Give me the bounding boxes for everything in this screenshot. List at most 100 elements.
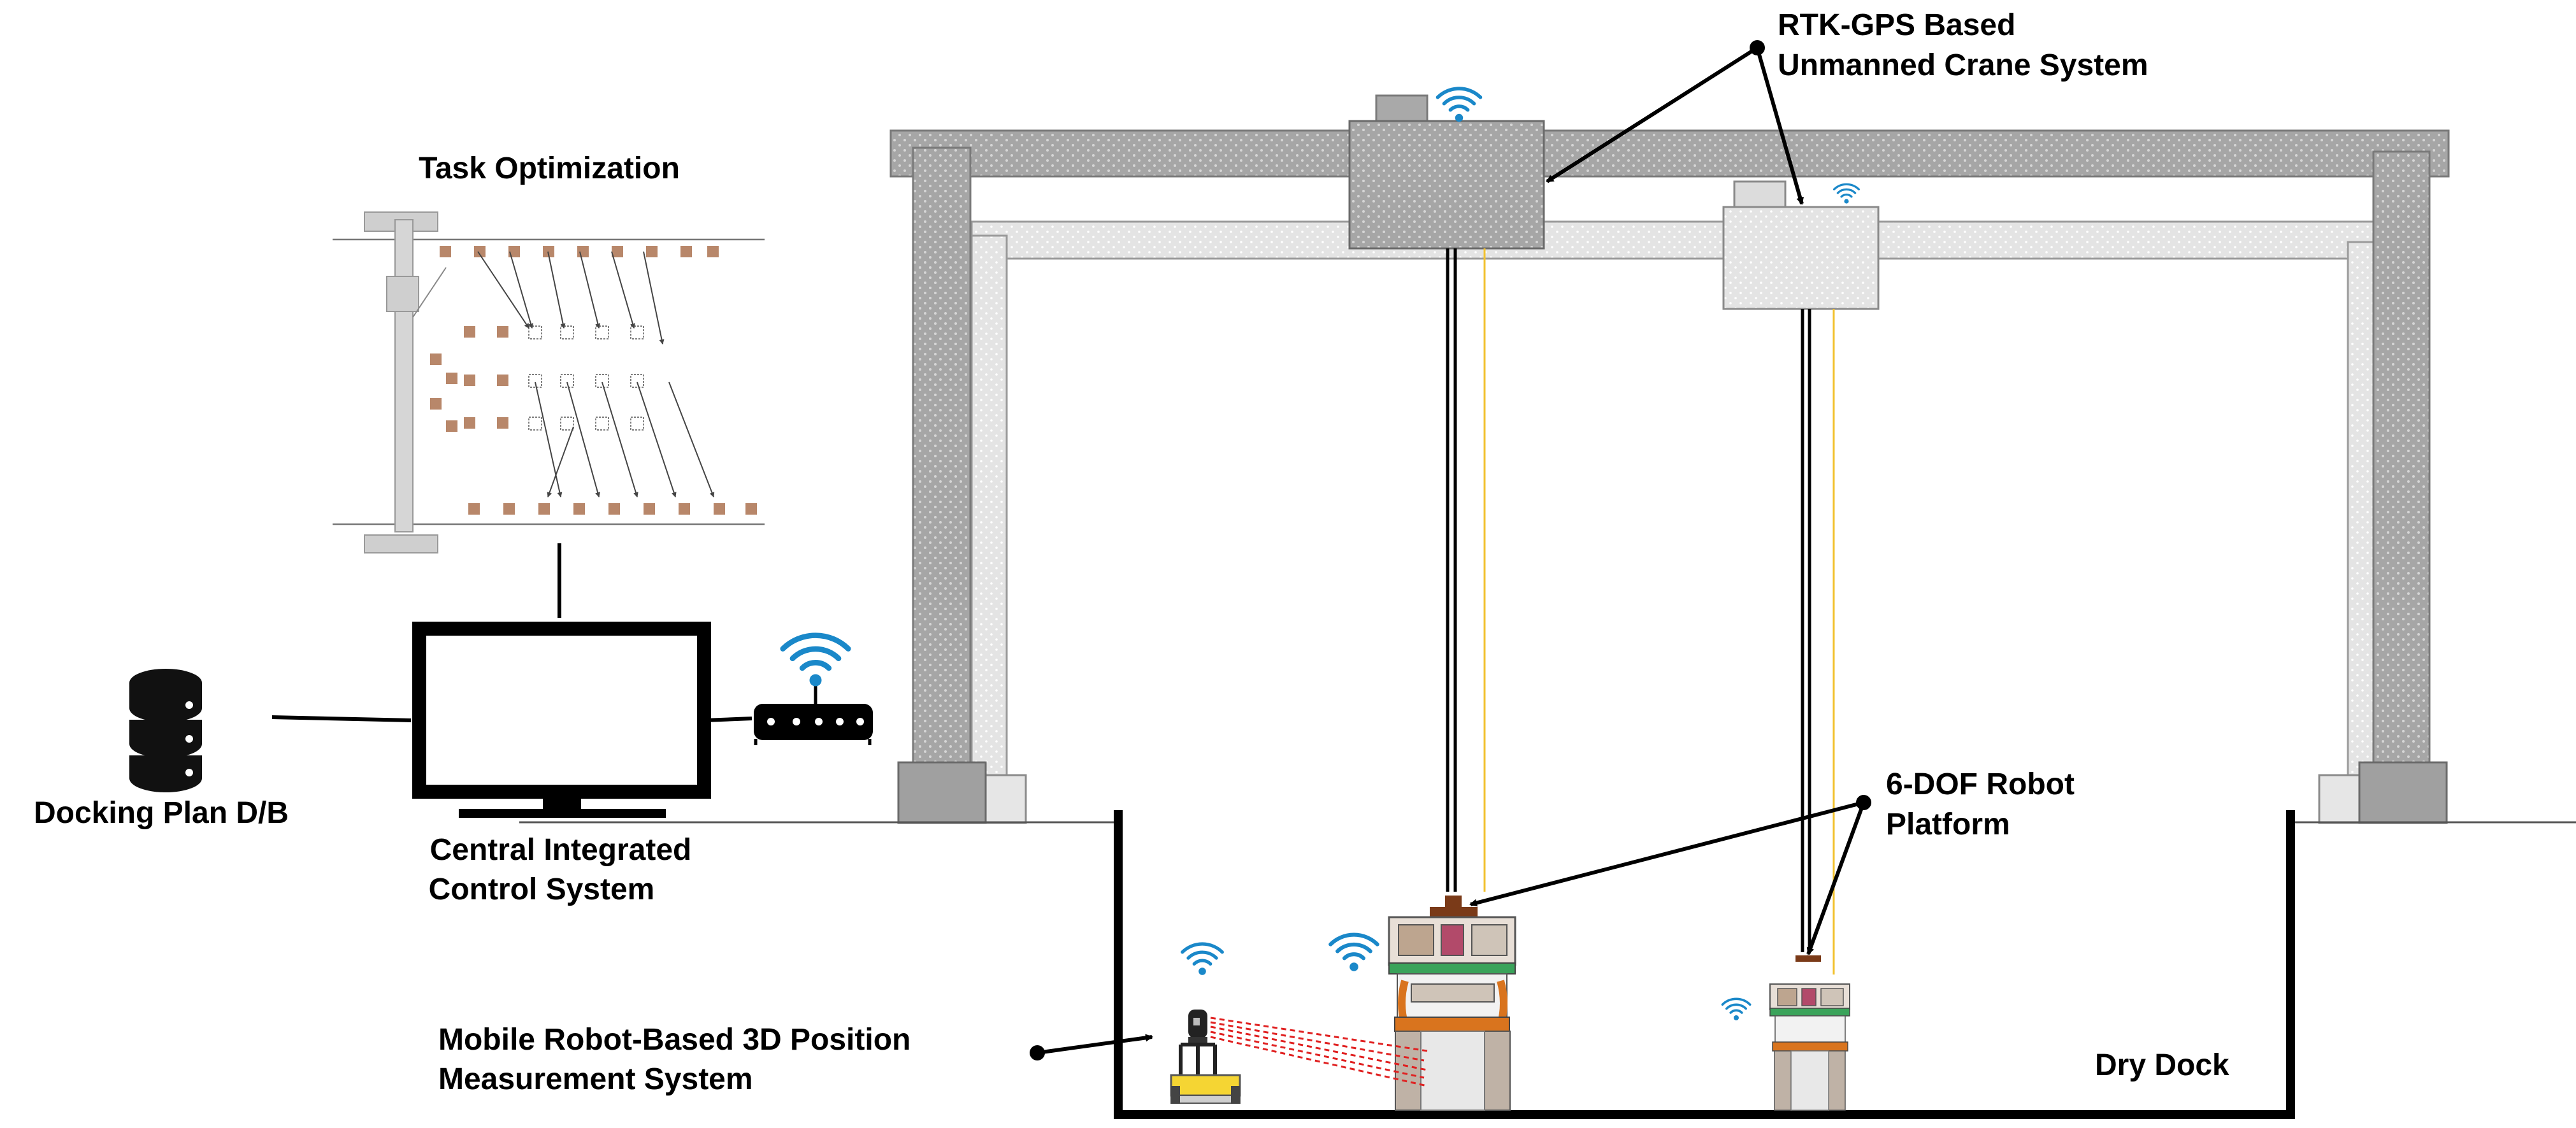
platform-label-1: 6-DOF Robot — [1886, 767, 2075, 801]
block-marker — [497, 417, 508, 429]
gantry-crane — [889, 94, 2450, 975]
block-marker — [464, 326, 475, 338]
robot-platform-1 — [1388, 896, 1516, 1111]
task-optimization-label: Task Optimization — [419, 152, 680, 185]
rear-foot-left — [983, 774, 1027, 824]
trolley-top-block — [1375, 94, 1428, 125]
slot-marker — [630, 374, 644, 388]
control-system-label-2: Control System — [429, 873, 655, 906]
slot-marker — [528, 374, 542, 388]
task-arrow — [668, 382, 715, 497]
block-marker — [497, 375, 508, 386]
front-leg-right — [2372, 150, 2431, 764]
block-marker — [468, 503, 480, 515]
dry-dock-label: Dry Dock — [2095, 1048, 2229, 1082]
slot-marker — [528, 417, 542, 431]
control-system-label-1: Central Integrated — [430, 833, 692, 867]
task-arrow — [477, 251, 529, 329]
block-marker — [573, 503, 585, 515]
trolley-2-top-block — [1733, 180, 1787, 210]
task-arrow — [535, 382, 563, 497]
task-arrow — [643, 251, 665, 345]
callout-platform — [1469, 795, 1871, 955]
connector-db-to-monitor — [271, 715, 412, 722]
block-marker — [430, 398, 442, 410]
cables-1 — [1446, 248, 1486, 892]
laser-scanner-icon — [1193, 1018, 1200, 1025]
front-beam — [889, 129, 2450, 178]
front-leg-left — [912, 146, 972, 764]
task-arrow — [547, 426, 574, 497]
slot-markers — [528, 325, 644, 431]
block-marker — [446, 373, 457, 384]
monitor-icon — [412, 622, 711, 818]
slot-marker — [560, 417, 574, 431]
block-marker — [577, 246, 589, 257]
block-marker — [508, 246, 520, 257]
cables-2 — [1801, 309, 1835, 975]
task-arrow — [547, 251, 566, 329]
rear-leg-left — [970, 234, 1008, 778]
slot-marker — [595, 417, 609, 431]
trolley-light — [1722, 206, 1880, 310]
block-marker — [679, 503, 690, 515]
platform-label-2: Platform — [1886, 808, 2010, 841]
slot-marker — [630, 325, 644, 339]
robot-platform-2 — [1769, 955, 1850, 1111]
mobile-robot — [1170, 1010, 1241, 1104]
crane-label-1: RTK-GPS Based — [1778, 8, 2015, 42]
block-marker — [430, 353, 442, 365]
task-optimization-diagram — [333, 211, 765, 553]
rear-beam — [970, 220, 2384, 260]
slot-marker — [595, 374, 609, 388]
callout-mobile-robot — [1030, 1034, 1153, 1060]
connector-monitor-to-router — [703, 717, 752, 722]
laser-beams — [1210, 1017, 1428, 1087]
mobile-robot-label-1: Mobile Robot-Based 3D Position — [438, 1023, 910, 1057]
wifi-icon — [1183, 944, 1223, 975]
block-marker — [714, 503, 725, 515]
crane-label-2: Unmanned Crane System — [1778, 48, 2148, 82]
task-arrows — [477, 251, 715, 497]
block-marker — [680, 246, 692, 257]
wifi-icon — [1832, 183, 1860, 205]
task-arrow — [579, 251, 601, 329]
block-marker — [464, 375, 475, 386]
block-marker — [538, 503, 550, 515]
docking-plan-label: Docking Plan D/B — [34, 796, 289, 830]
block-marker — [612, 246, 623, 257]
wifi-icon — [783, 636, 849, 687]
task-arrow — [566, 382, 600, 497]
task-arrow — [509, 251, 533, 329]
front-foot-right — [2358, 761, 2448, 824]
task-arrow — [637, 382, 677, 497]
slot-marker — [528, 325, 542, 339]
block-marker — [608, 503, 620, 515]
block-marker — [745, 503, 757, 515]
slot-marker — [560, 374, 574, 388]
task-arrow — [601, 382, 638, 497]
slot-marker — [595, 325, 609, 339]
block-marker — [707, 246, 719, 257]
block-marker — [446, 420, 457, 432]
block-markers — [430, 246, 757, 515]
front-foot-left — [897, 761, 987, 824]
router-icon — [754, 675, 873, 745]
block-marker — [503, 503, 515, 515]
wifi-icon — [1721, 997, 1752, 1022]
rear-foot-right — [2318, 774, 2362, 824]
wifi-icon — [1438, 89, 1481, 122]
callout-crane — [1546, 40, 1804, 205]
task-arrow — [611, 251, 635, 329]
block-marker — [464, 417, 475, 429]
slot-marker — [630, 417, 644, 431]
trolley-dark — [1348, 120, 1545, 250]
database-icon — [129, 669, 202, 792]
block-marker — [474, 246, 486, 257]
block-marker — [644, 503, 655, 515]
block-marker — [497, 326, 508, 338]
dry-dock-walls — [1114, 810, 2295, 1119]
block-marker — [646, 246, 658, 257]
block-marker — [440, 246, 451, 257]
